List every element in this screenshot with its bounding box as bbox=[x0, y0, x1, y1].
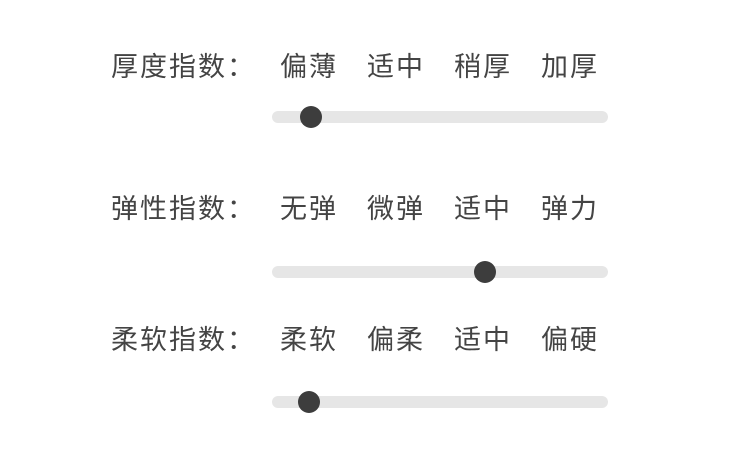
elasticity-option-slight[interactable]: 微弹 bbox=[367, 194, 425, 225]
softness-row: 柔软指数： 柔软 偏柔 适中 偏硬 bbox=[0, 321, 750, 421]
elasticity-slider-track[interactable] bbox=[272, 266, 608, 278]
thickness-slider-track[interactable] bbox=[272, 111, 608, 123]
elasticity-option-stretchy[interactable]: 弹力 bbox=[541, 194, 599, 225]
thickness-row: 厚度指数： 偏薄 适中 稍厚 加厚 bbox=[0, 48, 750, 148]
softness-slider-track[interactable] bbox=[272, 396, 608, 408]
elasticity-option-medium[interactable]: 适中 bbox=[454, 194, 512, 225]
elasticity-slider-thumb[interactable] bbox=[474, 261, 497, 283]
thickness-option-thin[interactable]: 偏薄 bbox=[280, 52, 338, 83]
softness-option-slightly-hard[interactable]: 偏硬 bbox=[541, 325, 599, 356]
thickness-option-medium[interactable]: 适中 bbox=[367, 52, 425, 83]
thickness-slider[interactable] bbox=[272, 105, 608, 129]
elasticity-label: 弹性指数： bbox=[111, 194, 256, 225]
softness-option-slightly-soft[interactable]: 偏柔 bbox=[367, 325, 425, 356]
thickness-option-slightly-thick[interactable]: 稍厚 bbox=[454, 52, 512, 83]
thickness-label: 厚度指数： bbox=[111, 52, 256, 83]
elasticity-row: 弹性指数： 无弹 微弹 适中 弹力 bbox=[0, 190, 750, 290]
thickness-option-thick[interactable]: 加厚 bbox=[541, 52, 599, 83]
elasticity-option-none[interactable]: 无弹 bbox=[280, 194, 338, 225]
softness-option-medium[interactable]: 适中 bbox=[454, 325, 512, 356]
softness-slider-thumb[interactable] bbox=[297, 391, 320, 413]
softness-label: 柔软指数： bbox=[111, 325, 256, 356]
thickness-slider-thumb[interactable] bbox=[299, 106, 322, 128]
softness-slider[interactable] bbox=[272, 390, 608, 414]
elasticity-slider[interactable] bbox=[272, 260, 608, 284]
softness-option-soft[interactable]: 柔软 bbox=[280, 325, 338, 356]
